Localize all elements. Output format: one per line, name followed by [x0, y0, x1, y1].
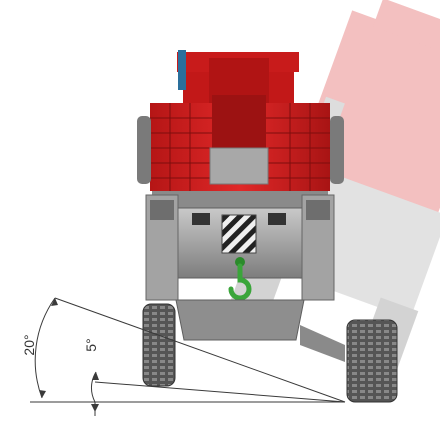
left-display [192, 213, 210, 225]
ghost-mast [372, 0, 440, 61]
right-stabilizer-arm [300, 325, 345, 362]
crane-front-view [137, 50, 398, 403]
angle-label-20: 20° [21, 334, 37, 355]
hydraulic-line [178, 50, 186, 90]
angle-indicators [30, 297, 346, 416]
right-outrigger-cap [306, 200, 330, 220]
lower-frame [175, 299, 305, 341]
hazard-stripes-plate-icon [221, 214, 257, 254]
arrow-5-top [92, 372, 99, 380]
chassis-top [152, 191, 328, 209]
crane-hook-icon [228, 257, 252, 301]
arrow-20-bottom [39, 390, 46, 398]
left-light [137, 116, 151, 184]
right-display [268, 213, 286, 225]
tilt-20-line [54, 297, 346, 403]
right-light [330, 116, 344, 184]
left-tire [142, 303, 176, 387]
arc-5 [90, 371, 97, 403]
body-center-panel [212, 95, 266, 150]
right-tire [346, 319, 398, 403]
arc-20 [34, 297, 56, 399]
arrow-20-top [51, 298, 58, 306]
angle-label-5: 5° [83, 338, 99, 351]
tilt-5-line [94, 381, 346, 403]
diamond-plate [209, 147, 269, 185]
left-outrigger-cap [150, 200, 174, 220]
